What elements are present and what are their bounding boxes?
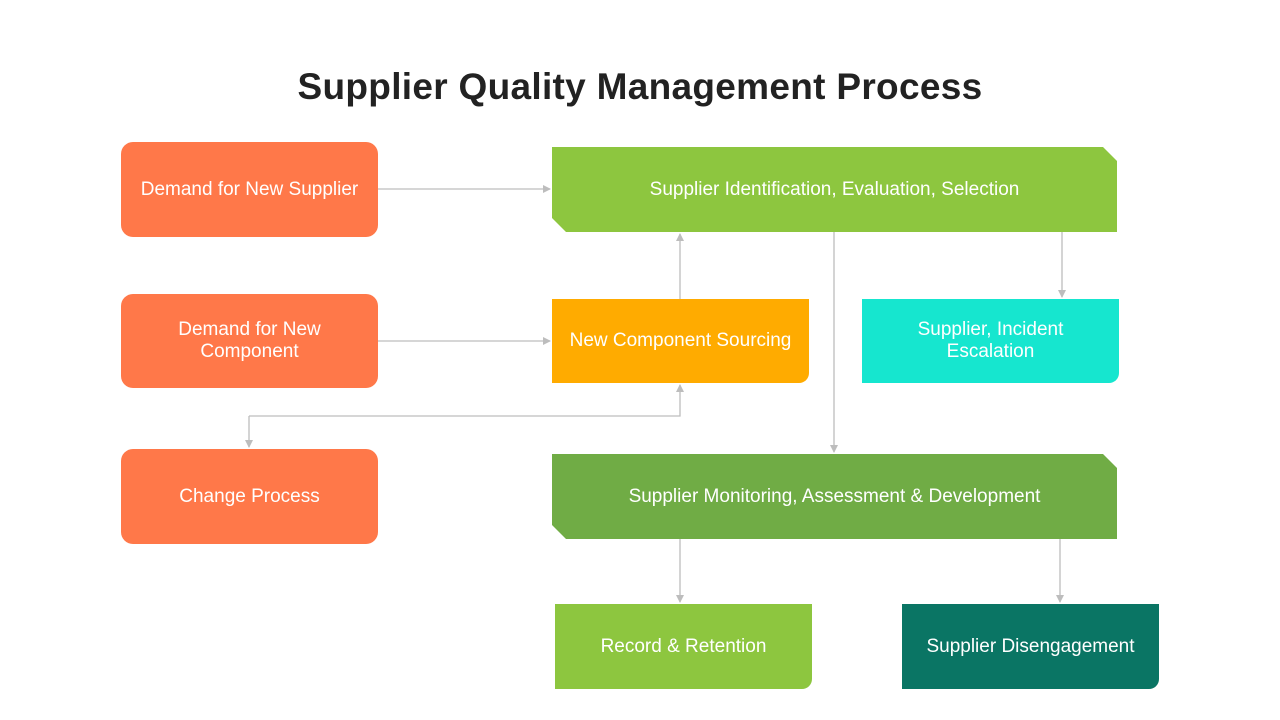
node-label: Record & Retention — [600, 635, 767, 657]
node-change-process: Change Process — [121, 449, 378, 544]
node-record-retention: Record & Retention — [555, 604, 812, 689]
node-supplier-disengagement: Supplier Disengagement — [902, 604, 1159, 689]
node-supplier-identification: Supplier Identification, Evaluation, Sel… — [552, 147, 1117, 232]
node-label: New Component Sourcing — [569, 330, 792, 351]
node-label: Demand for New Supplier — [140, 178, 359, 200]
node-supplier-incident-escalation: Supplier, Incident Escalation — [862, 299, 1119, 383]
node-demand-for-new-component: Demand for New Component — [121, 294, 378, 388]
node-label: Change Process — [179, 485, 320, 507]
node-label: Supplier Disengagement — [926, 635, 1135, 657]
node-label: Demand for New Component — [178, 319, 321, 362]
node-label: Supplier, Incident Escalation — [917, 319, 1064, 362]
node-supplier-monitoring: Supplier Monitoring, Assessment & Develo… — [552, 454, 1117, 539]
arrow-change-to-sourcing — [249, 384, 684, 417]
node-label: Supplier Identification, Evaluation, Sel… — [649, 178, 1020, 200]
node-demand-for-new-supplier: Demand for New Supplier — [121, 142, 378, 237]
node-label: Supplier Monitoring, Assessment & Develo… — [628, 485, 1041, 507]
node-new-component-sourcing: New Component Sourcing — [552, 299, 809, 383]
page-title: Supplier Quality Management Process — [297, 66, 983, 107]
